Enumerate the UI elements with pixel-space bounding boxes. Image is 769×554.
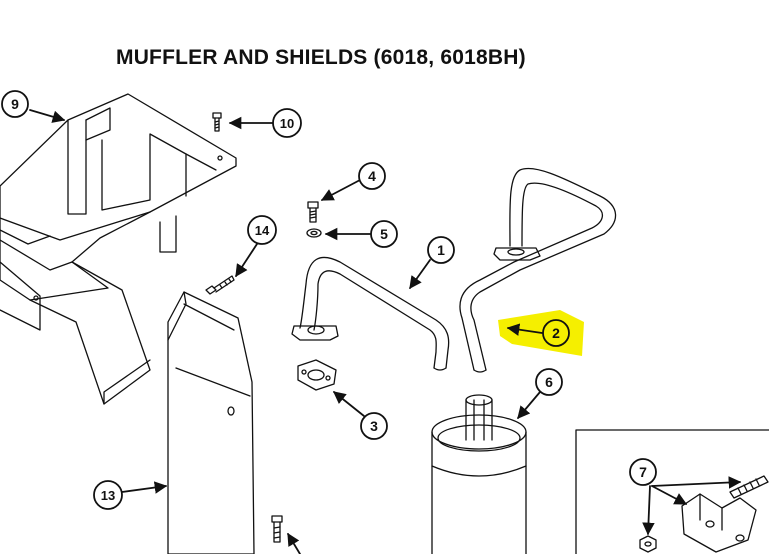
frame-bracket-part-9	[0, 93, 237, 405]
svg-text:7: 7	[639, 464, 647, 480]
callout-9: 9	[1, 90, 29, 118]
svg-text:6: 6	[545, 374, 553, 390]
bolt-part-10	[212, 112, 222, 132]
bolt-part-4	[307, 201, 319, 223]
exhaust-pipe-part-1	[291, 256, 450, 371]
page-title: MUFFLER AND SHIELDS (6018, 6018BH)	[116, 46, 526, 69]
callout-10: 10	[272, 108, 302, 138]
detail-inset	[575, 429, 769, 554]
callout-13: 13	[93, 480, 123, 510]
washer-part-5	[306, 228, 322, 238]
callout-3: 3	[360, 412, 388, 440]
svg-text:9: 9	[11, 96, 19, 112]
tailpipe-part-2	[459, 167, 617, 373]
callout-4: 4	[358, 162, 386, 190]
svg-text:10: 10	[280, 116, 294, 131]
svg-text:13: 13	[101, 488, 115, 503]
svg-text:1: 1	[437, 242, 445, 258]
bolt-part-13-lower	[271, 515, 283, 543]
leader-arrows	[29, 109, 742, 554]
heat-shield-part-13	[167, 291, 255, 554]
callout-6: 6	[535, 368, 563, 396]
svg-text:14: 14	[255, 223, 270, 238]
callout-1: 1	[427, 236, 455, 264]
callout-14: 14	[247, 215, 277, 245]
svg-text:3: 3	[370, 418, 378, 434]
muffler-part-6	[431, 394, 527, 554]
svg-text:4: 4	[368, 168, 376, 184]
callout-7: 7	[629, 458, 657, 486]
bolt-part-14	[205, 275, 235, 295]
gasket-part-3	[297, 359, 337, 391]
svg-text:5: 5	[380, 226, 388, 242]
svg-text:2: 2	[552, 325, 560, 341]
callout-5: 5	[370, 220, 398, 248]
callout-2: 2	[542, 319, 570, 347]
